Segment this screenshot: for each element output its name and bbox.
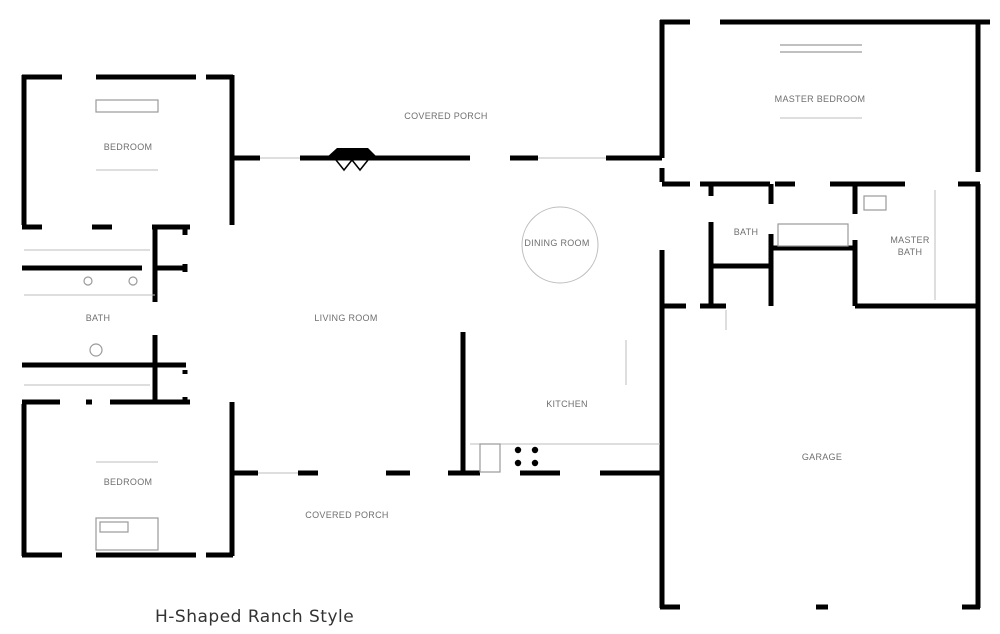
garage-label: GARAGE [801,452,843,462]
master-bedroom-label: MASTER BEDROOM [774,94,866,104]
bedroom-bottom-label: BEDROOM [103,477,153,487]
dining-room-label: DINING ROOM [524,238,590,248]
left-wing-walls [21,74,235,558]
covered-porch-bottom-label: COVERED PORCH [305,510,389,520]
right-wing-walls [659,19,990,610]
kitchen-label: KITCHEN [546,399,588,409]
plan-caption: H-Shaped Ranch Style [155,607,355,627]
bedroom-top-label: BEDROOM [103,142,153,152]
bath-right-label: BATH [733,227,759,237]
fireplace [326,148,378,172]
master-bath-label-line2: BATH [897,247,923,257]
bath-left-label: BATH [85,313,111,323]
master-bath-label-line1: MASTER [890,235,930,245]
fixture-details [24,44,936,551]
living-room-label: LIVING ROOM [314,313,378,323]
center-walls [232,155,662,476]
covered-porch-top-label: COVERED PORCH [404,111,488,121]
